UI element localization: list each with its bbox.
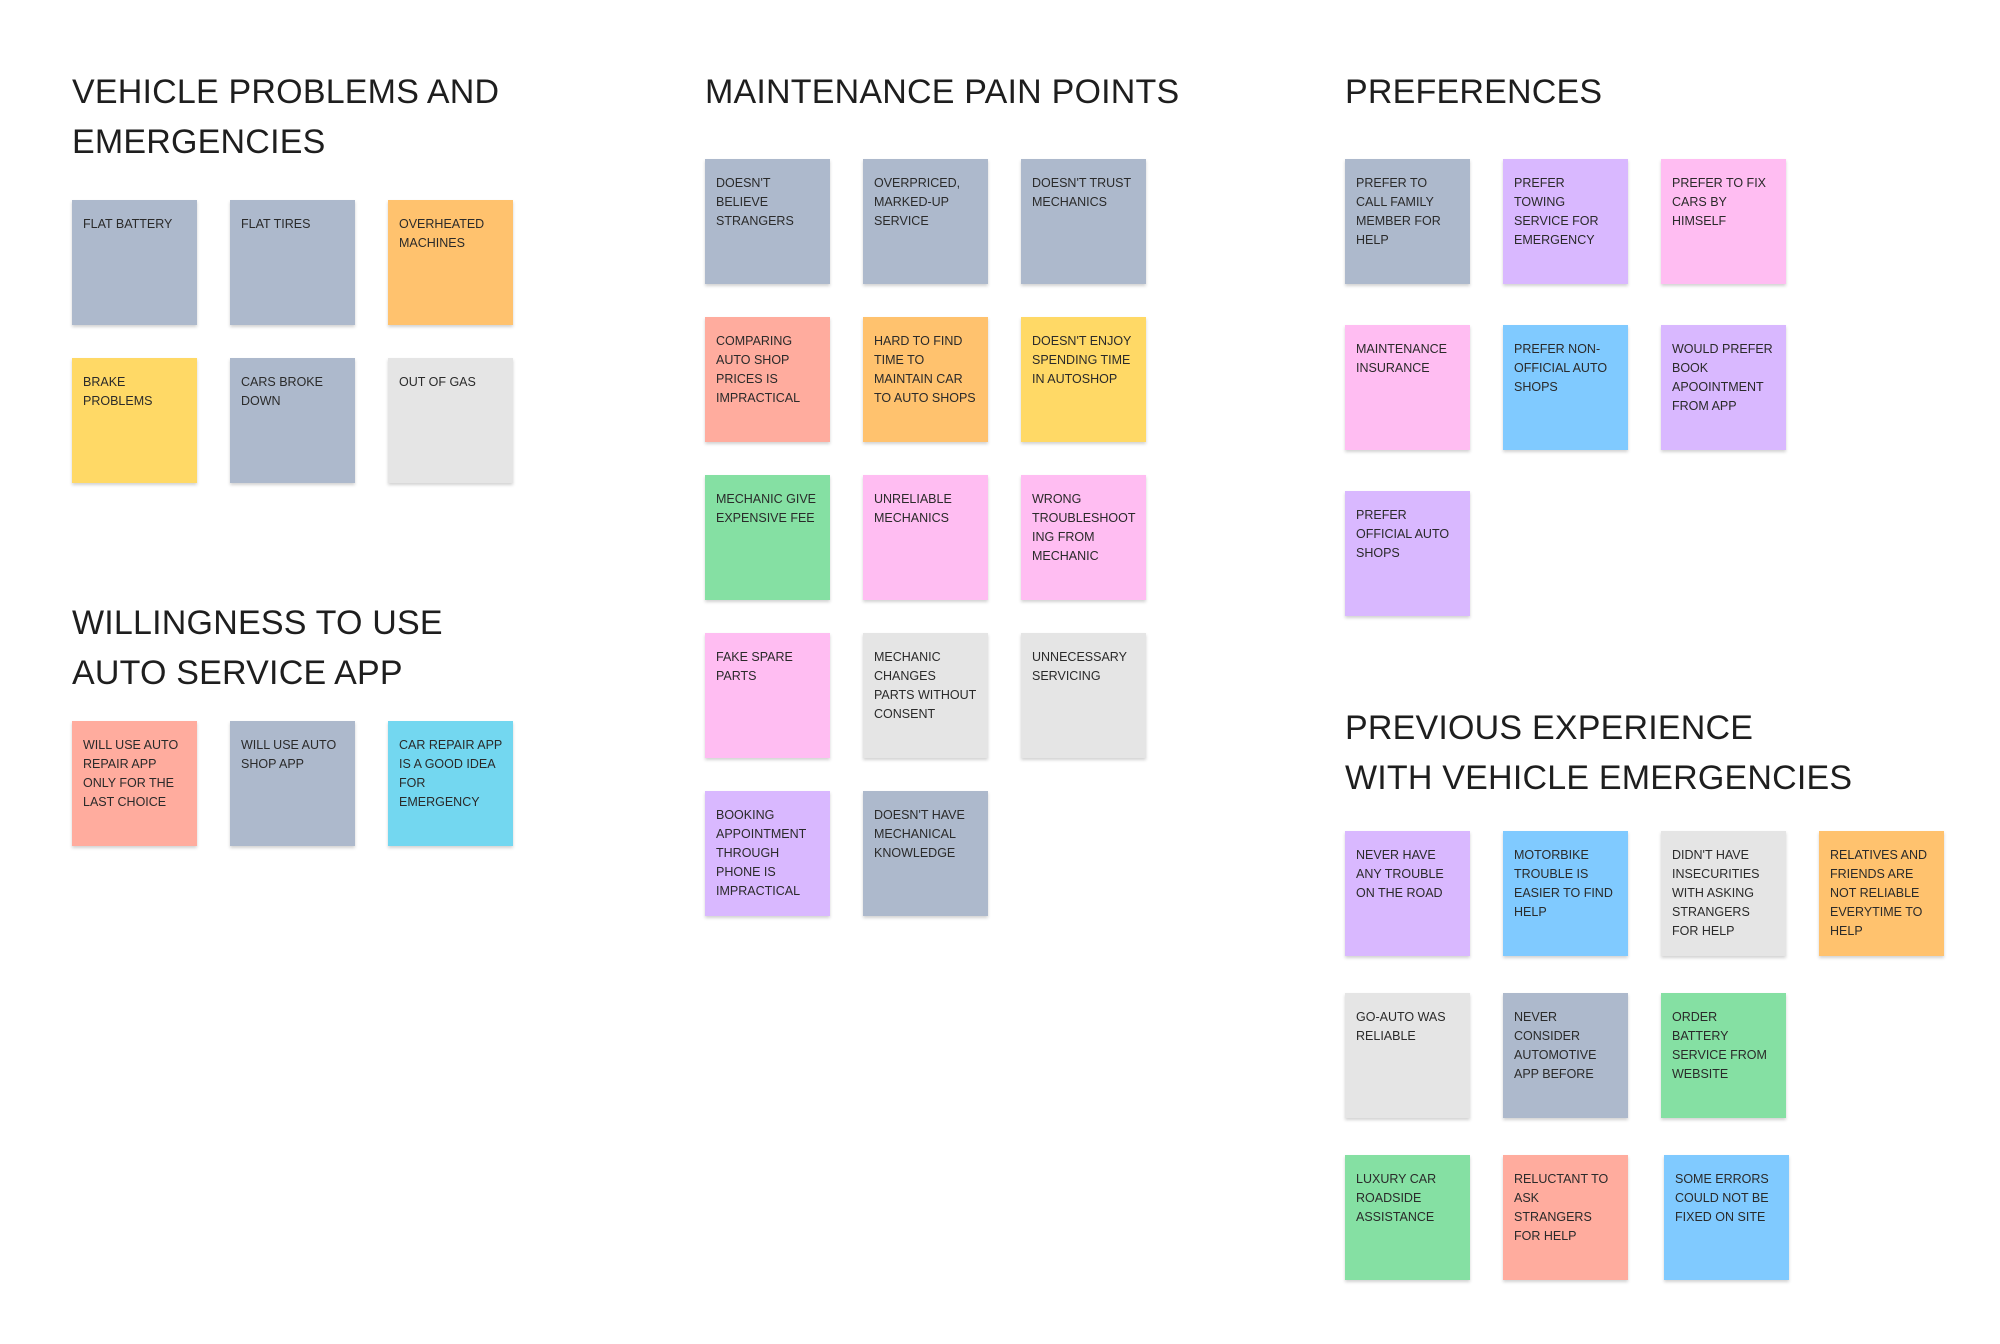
sticky-note-maint-2[interactable]: OVERPRICED, MARKED-UP SERVICE [863,159,988,284]
sticky-note-maint-14[interactable]: DOESN'T HAVE MECHANICAL KNOWLEDGE [863,791,988,916]
sticky-note-maint-6[interactable]: DOESN'T ENJOY SPENDING TIME IN AUTOSHOP [1021,317,1146,442]
sticky-note-auto-shop-app[interactable]: WILL USE AUTO SHOP APP [230,721,355,846]
title-line: WILLINGNESS TO USE [72,604,443,642]
sticky-note-exp-8[interactable]: LUXURY CAR ROADSIDE ASSISTANCE [1345,1155,1470,1280]
sticky-note-pref-1[interactable]: PREFER TO CALL FAMILY MEMBER FOR HELP [1345,159,1470,284]
sticky-note-last-choice[interactable]: WILL USE AUTO REPAIR APP ONLY FOR THE LA… [72,721,197,846]
sticky-note-exp-7[interactable]: ORDER BATTERY SERVICE FROM WEBSITE [1661,993,1786,1118]
sticky-note-exp-5[interactable]: GO-AUTO WAS RELIABLE [1345,993,1470,1118]
sticky-note-exp-4[interactable]: RELATIVES AND FRIENDS ARE NOT RELIABLE E… [1819,831,1944,956]
sticky-note-pref-6[interactable]: WOULD PREFER BOOK APOOINTMENT FROM APP [1661,325,1786,450]
sticky-note-maint-1[interactable]: DOESN'T BELIEVE STRANGERS [705,159,830,284]
sticky-note-brake-problems[interactable]: BRAKE PROBLEMS [72,358,197,483]
sticky-note-exp-2[interactable]: MOTORBIKE TROUBLE IS EASIER TO FIND HELP [1503,831,1628,956]
section-title-willingness: WILLINGNESS TO USE AUTO SERVICE APP [72,598,443,698]
sticky-note-exp-6[interactable]: NEVER CONSIDER AUTOMOTIVE APP BEFORE [1503,993,1628,1118]
sticky-note-out-of-gas[interactable]: OUT OF GAS [388,358,513,483]
sticky-note-pref-4[interactable]: MAINTENANCE INSURANCE [1345,325,1470,450]
sticky-note-pref-7[interactable]: PREFER OFFICIAL AUTO SHOPS [1345,491,1470,616]
sticky-note-maint-9[interactable]: WRONG TROUBLESHOOT ING FROM MECHANIC [1021,475,1146,600]
title-line: PREVIOUS EXPERIENCE [1345,709,1754,747]
sticky-note-cars-broke-down[interactable]: CARS BROKE DOWN [230,358,355,483]
sticky-note-exp-9[interactable]: RELUCTANT TO ASK STRANGERS FOR HELP [1503,1155,1628,1280]
sticky-note-exp-3[interactable]: DIDN'T HAVE INSECURITIES WITH ASKING STR… [1661,831,1786,956]
sticky-note-overheated[interactable]: OVERHEATED MACHINES [388,200,513,325]
sticky-note-pref-2[interactable]: PREFER TOWING SERVICE FOR EMERGENCY [1503,159,1628,284]
sticky-note-maint-12[interactable]: UNNECESSARY SERVICING [1021,633,1146,758]
sticky-note-pref-5[interactable]: PREFER NON-OFFICIAL AUTO SHOPS [1503,325,1628,450]
title-line: WITH VEHICLE EMERGENCIES [1345,759,1853,797]
title-line: EMERGENCIES [72,123,326,161]
sticky-note-maint-3[interactable]: DOESN'T TRUST MECHANICS [1021,159,1146,284]
sticky-note-flat-battery[interactable]: FLAT BATTERY [72,200,197,325]
title-line: AUTO SERVICE APP [72,654,403,692]
sticky-note-maint-11[interactable]: MECHANIC CHANGES PARTS WITHOUT CONSENT [863,633,988,758]
section-title-previous-experience: PREVIOUS EXPERIENCE WITH VEHICLE EMERGEN… [1345,703,1852,803]
sticky-note-maint-7[interactable]: MECHANIC GIVE EXPENSIVE FEE [705,475,830,600]
section-title-maintenance: MAINTENANCE PAIN POINTS [705,73,1180,111]
sticky-note-maint-4[interactable]: COMPARING AUTO SHOP PRICES IS IMPRACTICA… [705,317,830,442]
sticky-note-maint-5[interactable]: HARD TO FIND TIME TO MAINTAIN CAR TO AUT… [863,317,988,442]
sticky-note-pref-3[interactable]: PREFER TO FIX CARS BY HIMSELF [1661,159,1786,284]
sticky-note-maint-13[interactable]: BOOKING APPOINTMENT THROUGH PHONE IS IMP… [705,791,830,916]
sticky-note-flat-tires[interactable]: FLAT TIRES [230,200,355,325]
title-line: VEHICLE PROBLEMS AND [72,73,500,111]
sticky-note-maint-10[interactable]: FAKE SPARE PARTS [705,633,830,758]
sticky-note-exp-10[interactable]: SOME ERRORS COULD NOT BE FIXED ON SITE [1664,1155,1789,1280]
section-title-vehicle-problems: VEHICLE PROBLEMS AND EMERGENCIES [72,67,499,167]
sticky-note-maint-8[interactable]: UNRELIABLE MECHANICS [863,475,988,600]
sticky-note-exp-1[interactable]: NEVER HAVE ANY TROUBLE ON THE ROAD [1345,831,1470,956]
sticky-note-good-idea[interactable]: CAR REPAIR APP IS A GOOD IDEA FOR EMERGE… [388,721,513,846]
section-title-preferences: PREFERENCES [1345,73,1603,111]
